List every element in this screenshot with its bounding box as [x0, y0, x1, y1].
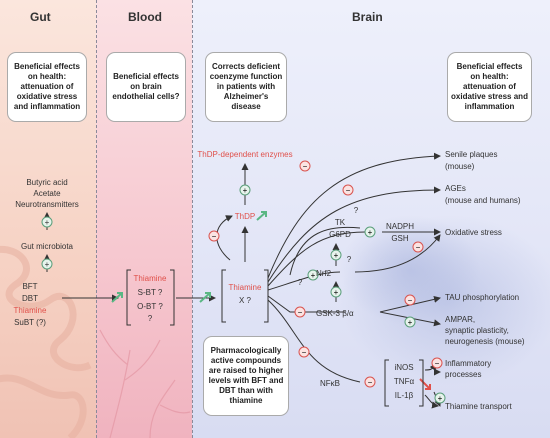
outcome-inflammatory: Inflammatory [445, 359, 491, 368]
divider-blood-brain [192, 0, 193, 438]
gut-compound-dbt: DBT [22, 294, 38, 303]
divider-gut-blood [96, 0, 97, 438]
gsh-label: GSH [391, 234, 409, 243]
thdp-label: ThDP [235, 212, 255, 221]
outcome-ampar-2: synaptic plasticity, [445, 326, 509, 335]
svg-text:+: + [334, 251, 339, 260]
svg-text:+: + [438, 394, 443, 403]
cytokine-tnfa: TNFα [394, 377, 415, 386]
blood-vessel-illustration [99, 329, 191, 438]
nadph-label: NADPH [386, 222, 414, 231]
gut-benefit-box: Beneficial effects on health: attenuatio… [7, 52, 87, 122]
svg-text:+: + [368, 228, 373, 237]
blood-bracket [126, 269, 175, 326]
outcome-senile-plaques-note: (mouse) [445, 162, 475, 171]
minus-icon: − [342, 184, 354, 196]
svg-text:+: + [408, 318, 413, 327]
minus-icon: − [208, 230, 220, 242]
gut-compound-bft: BFT [22, 282, 37, 291]
green-up-arrow-icon [256, 211, 267, 221]
brain-illustration [340, 215, 550, 385]
q-left: ? [298, 278, 303, 287]
svg-text:+: + [334, 288, 339, 297]
thdp-enzymes-label: ThDP-dependent enzymes [197, 150, 292, 159]
cytokine-bracket [384, 359, 424, 407]
svg-text:+: + [45, 218, 50, 227]
cytokine-il1b: IL-1β [395, 391, 414, 400]
plus-icon: + [364, 226, 376, 238]
brain-thiamine-label: Thiamine [229, 283, 262, 292]
minus-icon: − [294, 306, 306, 318]
svg-text:−: − [302, 348, 307, 357]
green-up-arrow-icon [111, 292, 123, 303]
pharmaco-box: Pharmacologically active compounds are r… [203, 336, 289, 416]
outcome-ages: AGEs [445, 184, 466, 193]
header-brain: Brain [352, 10, 383, 24]
svg-text:−: − [416, 243, 421, 252]
plus-icon: + [330, 249, 342, 261]
blood-item-obt: O-BT ? [137, 302, 163, 311]
brain-x-label: X ? [239, 296, 252, 305]
gut-arrows [43, 212, 119, 302]
svg-text:+: + [311, 271, 316, 280]
outcome-ampar-3: neurogenesis (mouse) [445, 337, 525, 346]
minus-icon: − [298, 346, 310, 358]
minus-icon: − [364, 376, 376, 388]
minus-icon: − [404, 294, 416, 306]
brain-coenzyme-box: Corrects deficient coenzyme function in … [205, 52, 287, 122]
minus-icon: − [299, 160, 311, 172]
outcome-tau: TAU phosphorylation [445, 293, 519, 302]
green-up-arrow-icon [199, 292, 211, 303]
plus-icon: + [41, 216, 53, 228]
blood-benefit-box: Beneficial effects on brain endothelial … [106, 52, 186, 122]
plus-icon: + [307, 269, 319, 281]
minus-icon: − [431, 357, 443, 369]
plus-icon: + [434, 392, 446, 404]
svg-text:−: − [212, 232, 217, 241]
minus-icon: − [412, 241, 424, 253]
gut-compound-subt: SuBT (?) [14, 318, 46, 327]
cytokine-inos: iNOS [394, 363, 413, 372]
svg-text:+: + [243, 186, 248, 195]
g6pd-label: G6PD [329, 230, 351, 239]
brain-benefit-box: Beneficial effects on health: attenuatio… [447, 52, 532, 122]
svg-text:−: − [435, 359, 440, 368]
blood-item-q: ? [148, 314, 153, 323]
gut-metabolite-3: Neurotransmitters [15, 200, 79, 209]
blood-item-sbt: S-BT ? [138, 288, 163, 297]
red-down-arrow-icon [419, 378, 431, 390]
outcome-thiamine-transport: Thiamine transport [445, 402, 512, 411]
nrf2-label: Nrf2 [316, 269, 332, 278]
gut-compound-thiamine: Thiamine [14, 306, 47, 315]
q-tk: ? [354, 206, 359, 215]
blood-item-thiamine: Thiamine [134, 274, 167, 283]
outcome-ampar: AMPAR, [445, 315, 475, 324]
svg-text:−: − [303, 162, 308, 171]
outcome-inflammatory-2: processes [445, 370, 481, 379]
svg-text:+: + [45, 260, 50, 269]
header-blood: Blood [128, 10, 162, 24]
plus-icon: + [239, 184, 251, 196]
plus-icon: + [41, 258, 53, 270]
plus-icon: + [404, 316, 416, 328]
q-nrf2: ? [347, 255, 352, 264]
svg-text:−: − [346, 186, 351, 195]
outcome-oxidative-stress: Oxidative stress [445, 228, 502, 237]
gut-microbiota-label: Gut microbiota [21, 242, 74, 251]
svg-text:−: − [368, 378, 373, 387]
plus-icon: + [330, 286, 342, 298]
gsk3-label: GSK-3 β/α [316, 309, 354, 318]
outcome-ages-note: (mouse and humans) [445, 196, 521, 205]
svg-text:−: − [298, 308, 303, 317]
outcome-senile-plaques: Senile plaques [445, 150, 497, 159]
svg-text:−: − [408, 296, 413, 305]
tk-label: TK [335, 218, 346, 227]
gut-metabolite-1: Butyric acid [26, 178, 67, 187]
header-gut: Gut [30, 10, 51, 24]
intestine-illustration [0, 245, 92, 438]
nfkb-label: NFκB [320, 379, 340, 388]
gut-metabolite-2: Acetate [33, 189, 61, 198]
